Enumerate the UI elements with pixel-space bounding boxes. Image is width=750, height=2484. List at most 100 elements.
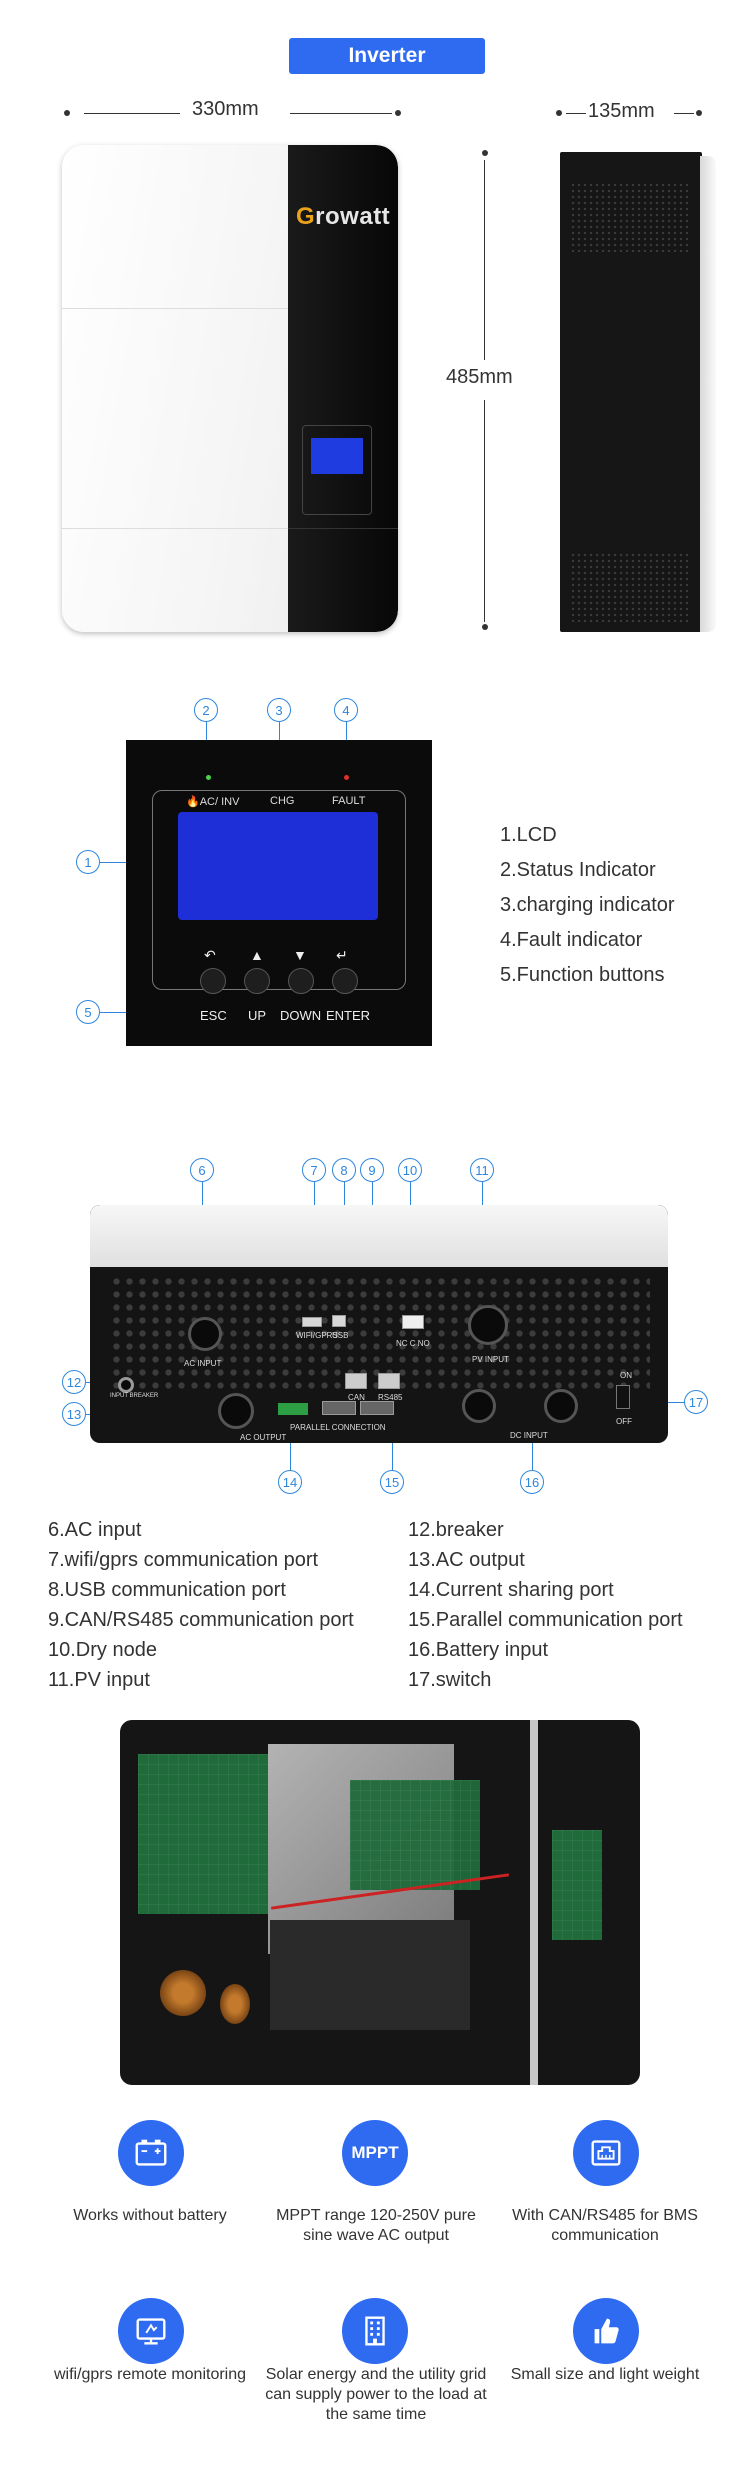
rs485-label: RS485 bbox=[378, 1393, 403, 1402]
breaker-button[interactable] bbox=[118, 1377, 134, 1393]
enter-label: ENTER bbox=[326, 1008, 371, 1023]
callout-17: 17 bbox=[684, 1390, 708, 1414]
dry-node-port bbox=[402, 1315, 424, 1329]
legend-item: 5.Function buttons bbox=[500, 964, 665, 986]
leader-line bbox=[346, 722, 347, 750]
leader-line bbox=[279, 722, 280, 750]
inverter-side-image bbox=[560, 152, 716, 632]
leader-line bbox=[532, 1440, 533, 1470]
control-panel-image: 🔥AC/ INV CHG FAULT ↶ ▲ ▼ ↵ ESC UP DOWN E… bbox=[126, 740, 432, 1046]
callout-9: 9 bbox=[360, 1158, 384, 1182]
legend-item: 6.AC input bbox=[48, 1519, 142, 1541]
dimension-line bbox=[290, 113, 392, 114]
callout-12: 12 bbox=[62, 1370, 86, 1394]
rs485-port bbox=[378, 1373, 400, 1389]
ac-input-port bbox=[188, 1317, 222, 1351]
dimension-line bbox=[484, 160, 485, 360]
pv-input-label: PV INPUT bbox=[472, 1355, 509, 1364]
leader-line bbox=[206, 722, 207, 750]
capacitor-bank bbox=[270, 1920, 470, 2030]
leader-line bbox=[290, 1440, 291, 1470]
esc-label: ESC bbox=[200, 1008, 227, 1023]
monitor-icon bbox=[118, 2298, 184, 2364]
dimension-dot bbox=[482, 150, 488, 156]
current-sharing-port bbox=[278, 1403, 308, 1415]
width-dimension: 330mm bbox=[192, 98, 259, 120]
callout-7: 7 bbox=[302, 1158, 326, 1182]
dc-input-port bbox=[462, 1389, 496, 1423]
usb-port bbox=[332, 1315, 346, 1327]
back-icon: ↶ bbox=[204, 947, 216, 963]
callout-15: 15 bbox=[380, 1470, 404, 1494]
feature-text: wifi/gprs remote monitoring bbox=[53, 2366, 247, 2383]
status-led bbox=[206, 775, 211, 780]
fault-indicator-label: FAULT bbox=[332, 795, 366, 807]
dimension-dot bbox=[64, 110, 70, 116]
mppt-icon: MPPT bbox=[342, 2120, 408, 2186]
building-icon bbox=[342, 2298, 408, 2364]
switch-on-label: ON bbox=[620, 1371, 632, 1380]
side-vent bbox=[570, 552, 690, 622]
wifi-port bbox=[302, 1317, 322, 1327]
esc-button[interactable] bbox=[200, 968, 226, 994]
mini-lcd bbox=[311, 438, 363, 474]
fault-led bbox=[344, 775, 349, 780]
ac-output-port bbox=[218, 1393, 254, 1429]
callout-1: 1 bbox=[76, 850, 100, 874]
down-icon: ▼ bbox=[293, 947, 307, 963]
lcd-screen bbox=[178, 812, 378, 920]
legend-item: 10.Dry node bbox=[48, 1639, 157, 1661]
power-switch[interactable] bbox=[616, 1385, 630, 1409]
circuit-board bbox=[350, 1780, 480, 1890]
leader-line bbox=[392, 1440, 393, 1470]
dimension-dot bbox=[395, 110, 401, 116]
up-icon: ▲ bbox=[250, 947, 264, 963]
legend-item: 3.charging indicator bbox=[500, 894, 675, 916]
feature-text: With CAN/RS485 for BMS communication bbox=[512, 2207, 698, 2244]
legend-item: 12.breaker bbox=[408, 1519, 504, 1541]
up-button[interactable] bbox=[244, 968, 270, 994]
legend-item: 9.CAN/RS485 communication port bbox=[48, 1609, 354, 1631]
dimension-dot bbox=[482, 624, 488, 630]
callout-8: 8 bbox=[332, 1158, 356, 1182]
dc-input-label: DC INPUT bbox=[510, 1431, 548, 1440]
enter-button[interactable] bbox=[332, 968, 358, 994]
legend-item: 7.wifi/gprs communication port bbox=[48, 1549, 319, 1571]
callout-3: 3 bbox=[267, 698, 291, 722]
callout-2: 2 bbox=[194, 698, 218, 722]
legend-item: 2.Status Indicator bbox=[500, 859, 656, 881]
legend-item: 8.USB communication port bbox=[48, 1579, 286, 1601]
depth-dimension: 135mm bbox=[588, 100, 655, 122]
callout-10: 10 bbox=[398, 1158, 422, 1182]
legend-item: 4.Fault indicator bbox=[500, 929, 643, 951]
up-label: UP bbox=[248, 1008, 267, 1023]
switch-off-label: OFF bbox=[616, 1417, 632, 1426]
inverter-front-image: Growatt bbox=[62, 145, 398, 632]
bottom-legend-left: 6.AC input 7.wifi/gprs communication por… bbox=[48, 1515, 354, 1695]
callout-4: 4 bbox=[334, 698, 358, 722]
dimension-line bbox=[84, 113, 180, 114]
down-label: DOWN bbox=[280, 1008, 322, 1023]
callout-14: 14 bbox=[278, 1470, 302, 1494]
internal-components-image bbox=[120, 1720, 640, 2085]
legend-item: 11.PV input bbox=[48, 1669, 150, 1691]
circuit-board bbox=[138, 1754, 268, 1914]
down-button[interactable] bbox=[288, 968, 314, 994]
legend-item: 14.Current sharing port bbox=[408, 1579, 614, 1601]
dimension-line bbox=[674, 113, 694, 114]
bottom-legend-right: 12.breaker 13.AC output 14.Current shari… bbox=[408, 1515, 683, 1695]
legend-item: 16.Battery input bbox=[408, 1639, 549, 1661]
dimension-dot bbox=[556, 110, 562, 116]
dimension-line bbox=[484, 400, 485, 622]
feature-text: Works without battery bbox=[73, 2207, 227, 2224]
breaker-label: INPUT BREAKER bbox=[110, 1393, 159, 1399]
usb-label: USB bbox=[332, 1331, 349, 1340]
mini-control-panel bbox=[302, 425, 372, 515]
inductor-coil bbox=[220, 1984, 250, 2024]
inductor-coil bbox=[160, 1970, 206, 2016]
dc-input-port bbox=[544, 1389, 578, 1423]
enter-icon: ↵ bbox=[336, 947, 348, 963]
charging-indicator-label: CHG bbox=[270, 795, 295, 807]
callout-6: 6 bbox=[190, 1158, 214, 1182]
status-indicator-label: 🔥AC/ INV bbox=[186, 796, 240, 808]
